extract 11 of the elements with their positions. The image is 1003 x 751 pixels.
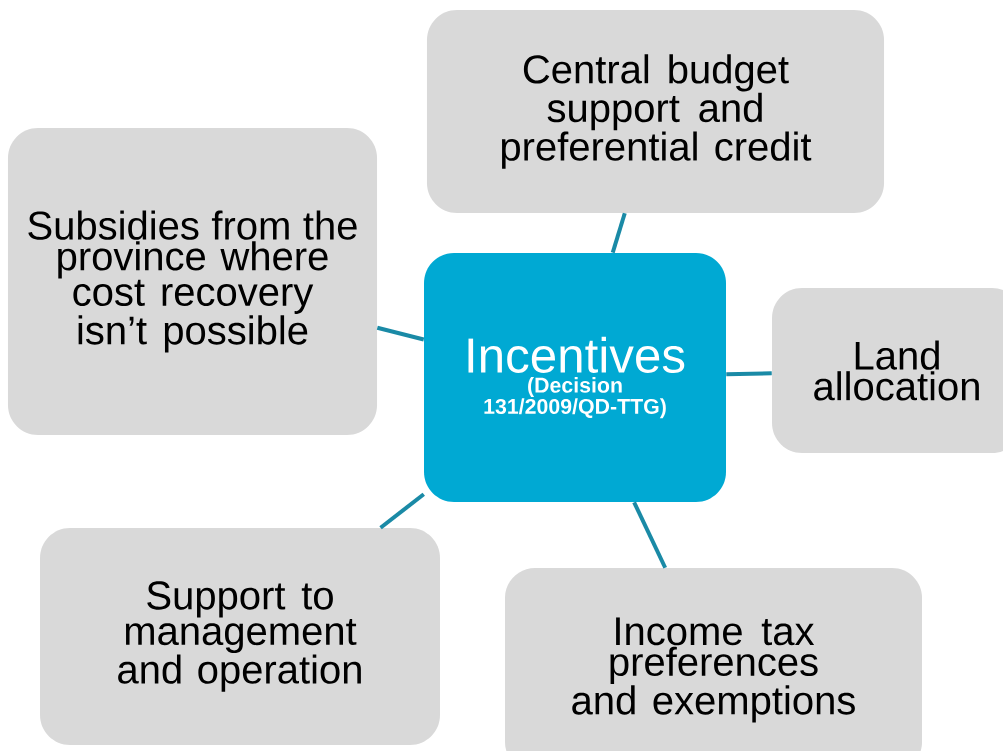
connector-line (632, 501, 667, 569)
topic-box: Subsidies from the province where cost recovery isn’t possible (8, 128, 378, 435)
connector-line (726, 371, 772, 377)
topic-box: Land allocation (772, 288, 1003, 454)
topic-box: Central budget support and preferential credit (426, 10, 885, 213)
connector-line (610, 212, 627, 254)
topic-box: Support to management and operation (40, 528, 440, 746)
connector-line (379, 492, 425, 530)
topic-box: Income tax preferences and exemptions (504, 568, 923, 751)
connector-line (376, 325, 425, 342)
center-box: Incentives (Decision 131/2009/QD-TTG) (424, 252, 726, 503)
